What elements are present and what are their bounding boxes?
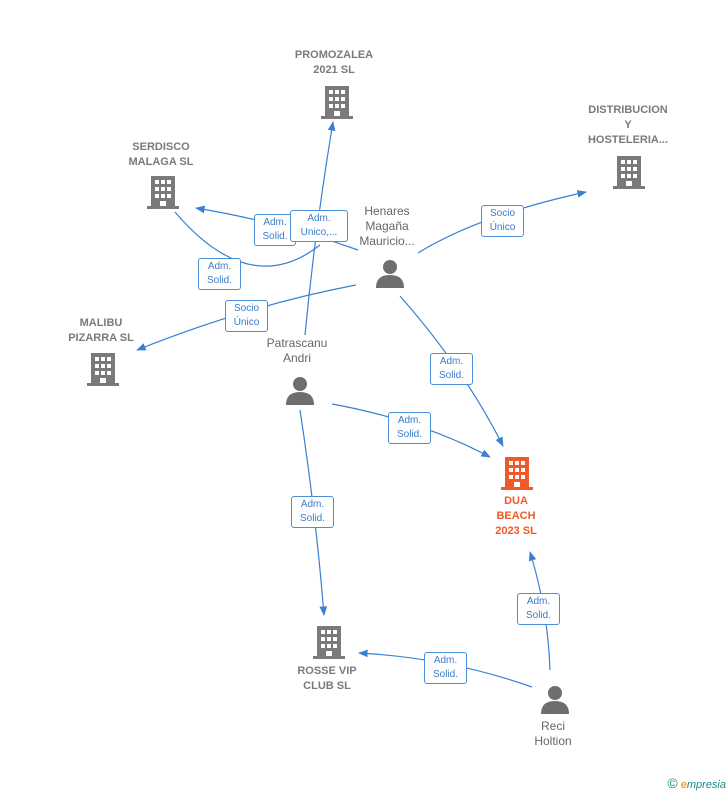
edge-label-patrascanu-dua: Adm. Solid. [388,412,431,444]
brand-e: e [680,779,687,791]
person-icon-reci [541,686,569,714]
edge-label-patrascanu-rosse: Adm. Solid. [291,496,334,528]
building-icon-rosse [313,626,345,659]
person-icon-patrascanu [286,377,314,405]
company-label-dua[interactable]: DUA BEACH 2023 SL [495,495,537,537]
edge-label-henares-dua: Adm. Solid. [430,353,473,385]
edge-label-patrascanu-promozalea: Adm. Unico,... [290,210,348,242]
building-icon-serdisco [147,176,179,209]
company-label-promozalea[interactable]: PROMOZALEA 2021 SL [294,49,374,76]
building-icon-dua [501,457,533,490]
company-label-distribucion[interactable]: DISTRIBUCION Y HOSTELERIA... [587,104,669,146]
edge-patrascanu-serdisco [174,211,321,267]
edge-label-reci-dua: Adm. Solid. [517,593,560,625]
brand-text: mpresia [686,779,726,791]
company-label-malibu[interactable]: MALIBU PIZARRA SL [68,317,134,344]
edge-label-henares-serdisco: Adm. Solid. [254,214,296,246]
empresia-logo[interactable]: © empresia [667,775,726,791]
edge-label-henares-malibu: Socio Único [225,300,268,332]
edge-label-patrascanu-serdisco: Adm. Solid. [198,258,241,290]
building-icon-malibu [87,353,119,386]
copyright-symbol: © [667,775,678,791]
edge-label-henares-distribucion: Socio Único [481,205,524,237]
company-label-serdisco[interactable]: SERDISCO MALAGA SL [128,141,194,168]
person-label-henares[interactable]: Henares Magaña Mauricio... [359,204,415,248]
building-icon-promozalea [321,86,353,119]
edge-label-reci-rosse: Adm. Solid. [424,652,467,684]
person-label-patrascanu[interactable]: Patrascanu Andri [266,336,328,365]
building-icon-distribucion [613,156,645,189]
company-label-rosse[interactable]: ROSSE VIP CLUB SL [297,665,357,692]
person-icon-henares [376,260,404,288]
person-label-reci[interactable]: Reci Holtion [534,719,572,748]
